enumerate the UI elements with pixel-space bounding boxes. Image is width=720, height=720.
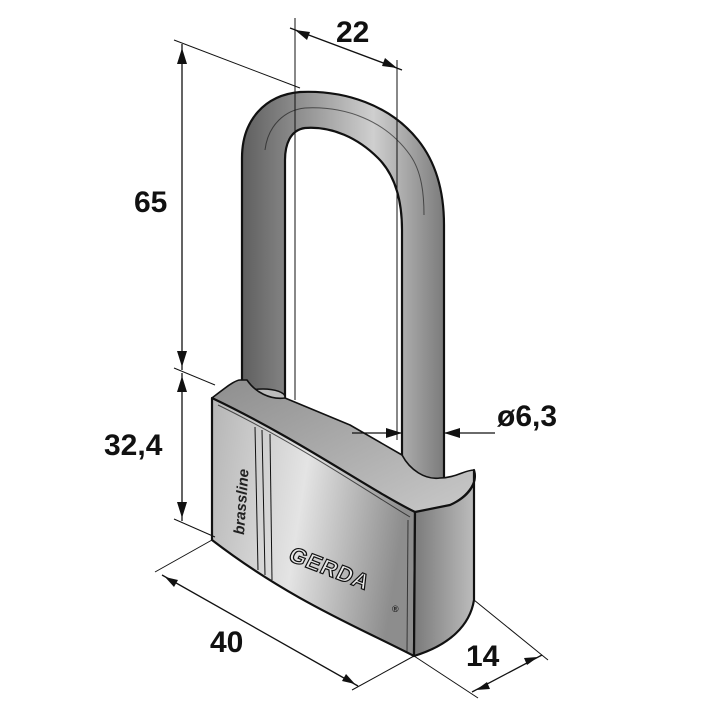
lock-body: brassline GERDA ® xyxy=(210,379,476,658)
dimension-label-22: 22 xyxy=(336,16,369,49)
dimension-label-40: 40 xyxy=(210,626,243,659)
dimension-label-32-4: 32,4 xyxy=(104,429,163,462)
dimension-label-14: 14 xyxy=(466,640,500,673)
registered-mark: ® xyxy=(392,604,399,614)
dimension-body-height: 32,4 xyxy=(104,367,216,538)
dimension-label-65: 65 xyxy=(134,186,167,219)
dimension-shackle-diameter: ø6,3 xyxy=(352,400,557,438)
dimension-shackle-width: 22 xyxy=(289,16,403,440)
shackle-outline xyxy=(240,90,446,507)
dimension-shackle-height: 65 xyxy=(134,39,301,370)
series-label: brassline xyxy=(231,468,253,535)
dimension-label-diameter: ø6,3 xyxy=(497,400,557,433)
dimension-body-depth: 14 xyxy=(413,599,549,699)
dimension-body-width: 40 xyxy=(154,539,415,691)
